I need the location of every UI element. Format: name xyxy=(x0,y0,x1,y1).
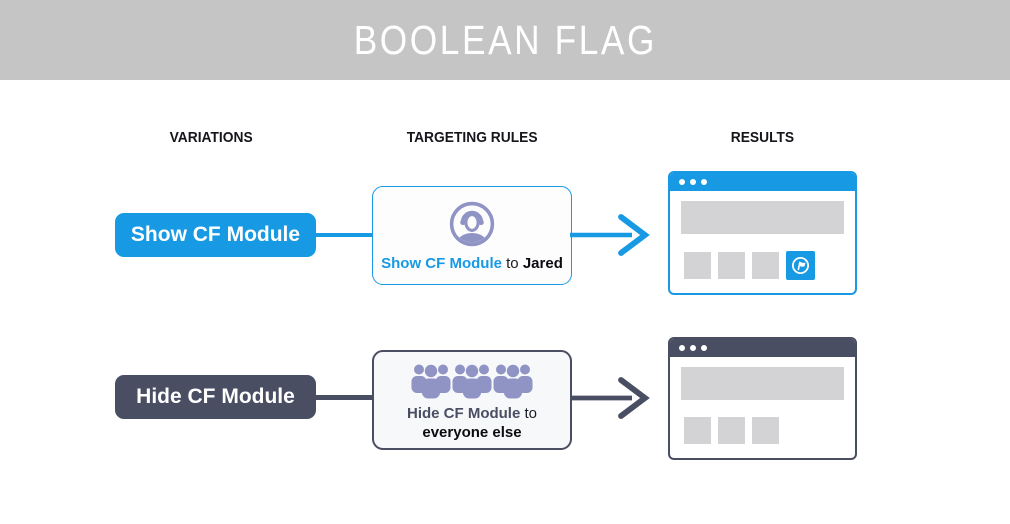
single-user-icon xyxy=(447,199,497,249)
rule-audience: everyone else xyxy=(422,423,522,441)
content-placeholder-square xyxy=(684,252,711,279)
crowd-icon xyxy=(411,359,533,399)
content-placeholder-square xyxy=(684,417,711,444)
connector-line xyxy=(314,395,374,400)
header-band: BOOLEAN FLAG xyxy=(0,0,1010,80)
column-header-targeting-rules: TARGETING RULES xyxy=(406,129,538,146)
content-placeholder-banner xyxy=(681,367,844,400)
connector-line xyxy=(314,233,374,237)
arrow-right-dark xyxy=(570,377,650,419)
content-placeholder-square xyxy=(718,252,745,279)
variation-pill-show: Show CF Module xyxy=(115,213,316,257)
variation-pill-hide: Hide CF Module xyxy=(115,375,316,419)
variation-pill-label: Show CF Module xyxy=(130,223,301,246)
variation-pill-label: Hide CF Module xyxy=(136,385,295,408)
content-placeholder-row xyxy=(684,417,855,444)
window-dot xyxy=(690,345,696,351)
arrow-right-blue xyxy=(570,214,650,256)
page-title: BOOLEAN FLAG xyxy=(353,16,657,63)
rule-audience: Jared xyxy=(522,254,563,272)
rule-flag-name: Show CF Module xyxy=(381,254,502,272)
window-dot xyxy=(679,179,685,185)
column-header-variations: VARIATIONS xyxy=(169,129,253,146)
cf-module-tile xyxy=(786,251,815,280)
result-browser-show xyxy=(668,171,857,295)
rule-connector-word: to xyxy=(524,404,537,422)
window-dot xyxy=(701,345,707,351)
content-placeholder-square xyxy=(752,252,779,279)
window-dot xyxy=(679,345,685,351)
targeting-rule-text: Show CF Module to Jared xyxy=(381,254,563,273)
targeting-rule-box-show: Show CF Module to Jared xyxy=(372,186,572,285)
flag-circle-icon xyxy=(792,257,809,274)
content-placeholder-row xyxy=(684,251,855,280)
window-dot xyxy=(701,179,707,185)
browser-titlebar xyxy=(670,339,855,357)
rule-flag-name: Hide CF Module xyxy=(406,404,521,422)
result-browser-hide xyxy=(668,337,857,460)
rule-connector-word: to xyxy=(506,254,519,272)
content-placeholder-banner xyxy=(681,201,844,234)
content-placeholder-square xyxy=(752,417,779,444)
column-header-results: RESULTS xyxy=(730,129,794,146)
window-dot xyxy=(690,179,696,185)
content-placeholder-square xyxy=(718,417,745,444)
browser-titlebar xyxy=(670,173,855,191)
